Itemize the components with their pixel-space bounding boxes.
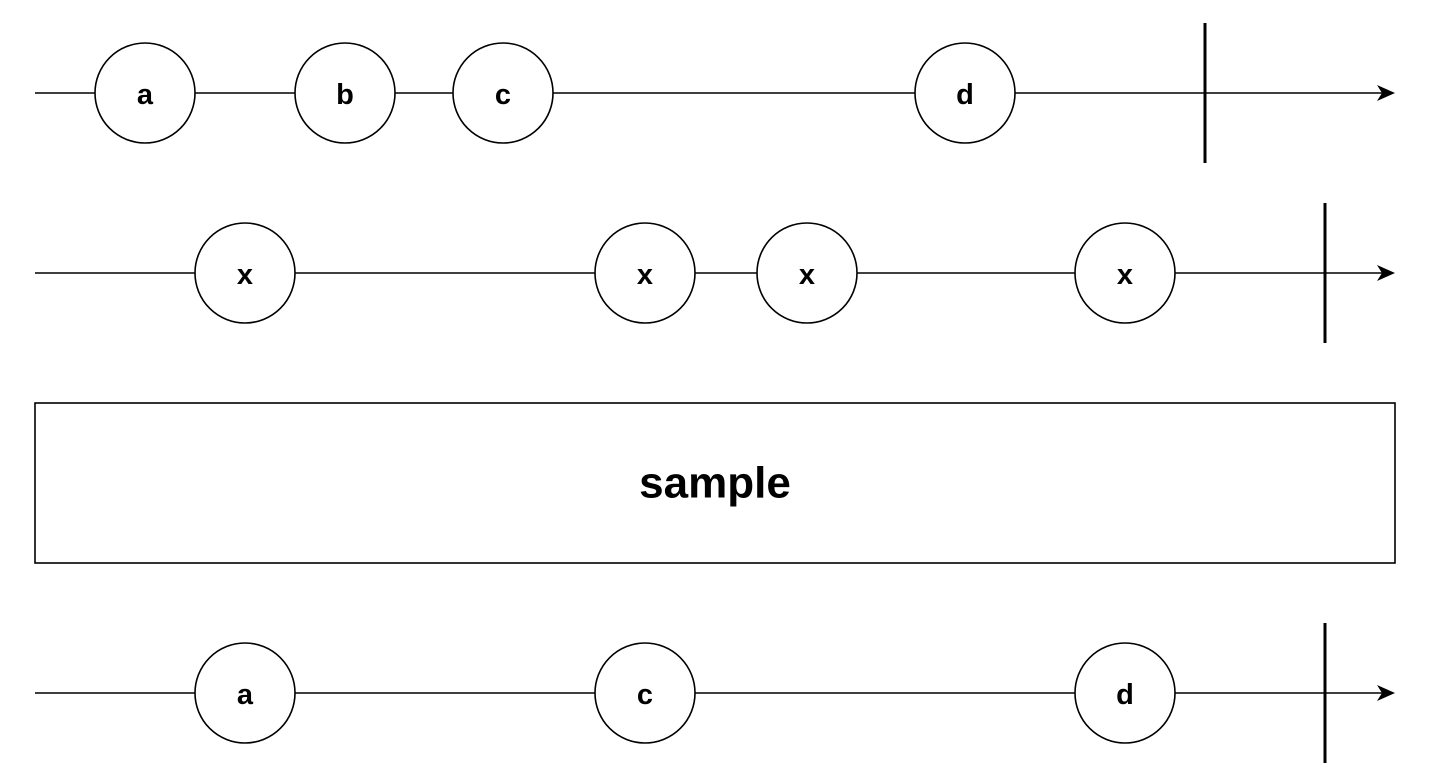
marble-label: x bbox=[237, 259, 253, 291]
marble-circle bbox=[756, 222, 858, 324]
marble-circle bbox=[914, 42, 1016, 144]
marble-label: c bbox=[637, 679, 653, 711]
source-timeline-arrow-icon bbox=[1377, 85, 1395, 101]
source-marble: a bbox=[94, 42, 196, 144]
marble-label: x bbox=[637, 259, 653, 291]
marble-label: a bbox=[237, 679, 254, 711]
marble-label: a bbox=[137, 79, 154, 111]
source-marble: c bbox=[452, 42, 554, 144]
marble-circle bbox=[294, 42, 396, 144]
output-marble: c bbox=[594, 642, 696, 744]
output-marble: d bbox=[1074, 642, 1176, 744]
marble-circle bbox=[94, 42, 196, 144]
sampler-timeline-arrow-icon bbox=[1377, 265, 1395, 281]
source-marble: b bbox=[294, 42, 396, 144]
sampler-marble: x bbox=[756, 222, 858, 324]
marble-label: x bbox=[1117, 259, 1133, 291]
marble-label: b bbox=[336, 79, 354, 111]
marble-circle bbox=[194, 642, 296, 744]
marble-circle bbox=[1074, 222, 1176, 324]
sampler-marble: x bbox=[194, 222, 296, 324]
operator-box-frame bbox=[34, 402, 1396, 564]
sampler-marble: x bbox=[1074, 222, 1176, 324]
output-timeline-arrow-icon bbox=[1377, 685, 1395, 701]
marble-label: d bbox=[956, 79, 974, 111]
operator-box: sample bbox=[34, 402, 1396, 564]
marble-circle bbox=[594, 222, 696, 324]
marble-circle bbox=[452, 42, 554, 144]
output-marble: a bbox=[194, 642, 296, 744]
output-stream: a c d bbox=[35, 623, 1395, 763]
marble-label: x bbox=[799, 259, 815, 291]
marble-circle bbox=[194, 222, 296, 324]
marble-circle bbox=[594, 642, 696, 744]
marble-label: d bbox=[1116, 679, 1134, 711]
marble-label: c bbox=[495, 79, 511, 111]
source-marble: d bbox=[914, 42, 1016, 144]
source-stream: a b c d bbox=[35, 23, 1395, 163]
sampler-marble: x bbox=[594, 222, 696, 324]
operator-label: sample bbox=[639, 459, 791, 508]
sampler-stream: x x x x bbox=[35, 203, 1395, 343]
marble-circle bbox=[1074, 642, 1176, 744]
